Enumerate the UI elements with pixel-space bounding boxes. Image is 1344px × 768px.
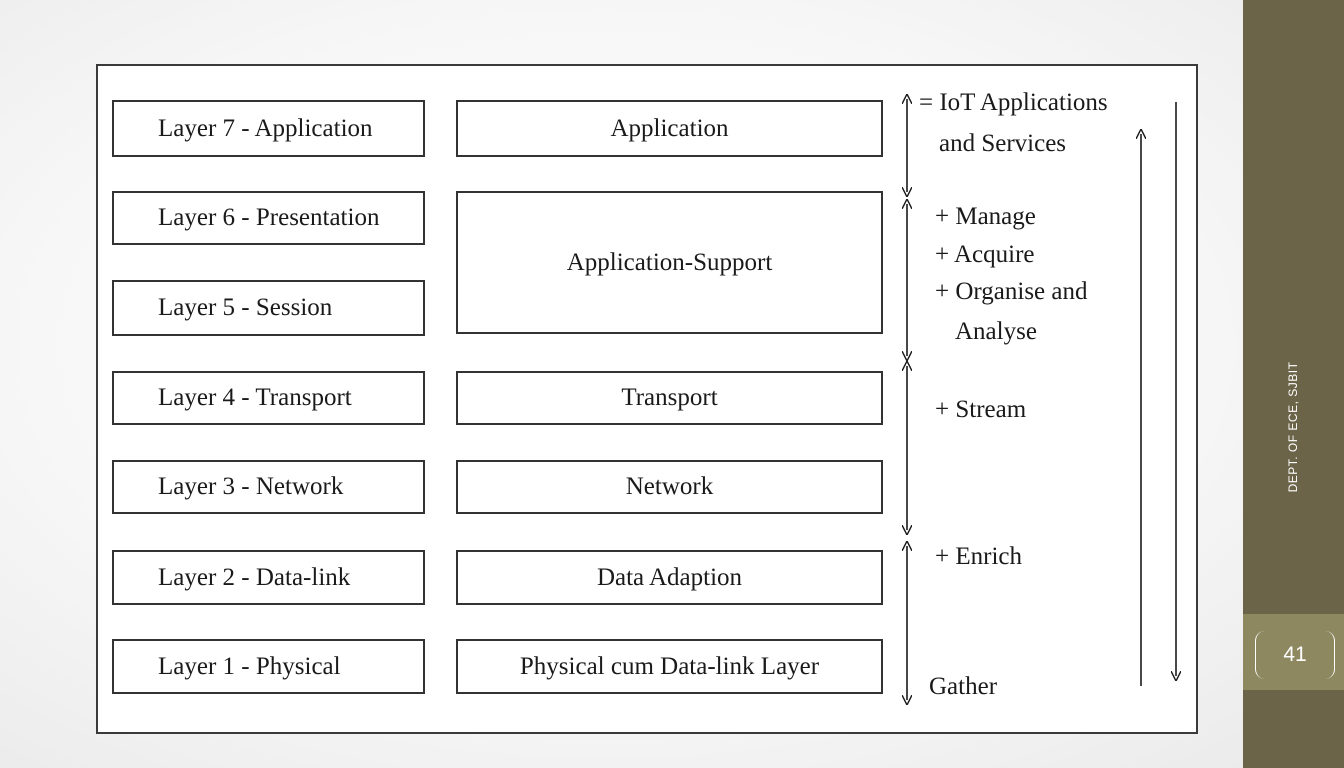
iot-transport-box: Transport xyxy=(456,371,883,425)
iot-application-support-label: Application-Support xyxy=(566,248,773,276)
osi-layer-2-label: Layer 2 - Data-link xyxy=(158,563,351,591)
annotation-manage: + Manage xyxy=(935,203,1036,230)
osi-layer-7-box: Layer 7 - Application xyxy=(112,100,425,157)
iot-network-label: Network xyxy=(625,473,714,500)
osi-layer-2-box: Layer 2 - Data-link xyxy=(112,550,425,605)
annotation-enrich: + Enrich xyxy=(935,543,1022,570)
osi-layer-5-label: Layer 5 - Session xyxy=(158,294,333,321)
annotation-acquire: + Acquire xyxy=(935,241,1035,268)
osi-layer-6-box: Layer 6 - Presentation xyxy=(112,191,425,245)
iot-network-box: Network xyxy=(456,460,883,514)
department-label: DEPT. OF ECE, SJBIT xyxy=(1286,361,1300,493)
iot-physical-datalink-box: Physical cum Data-link Layer xyxy=(456,639,883,694)
iot-transport-label: Transport xyxy=(621,384,718,411)
iot-physical-datalink-label: Physical cum Data-link Layer xyxy=(519,652,820,680)
osi-layer-4-box: Layer 4 - Transport xyxy=(112,371,425,425)
annotation-gather: Gather xyxy=(929,673,998,700)
annotation-iot-apps-line1: = IoT Applications xyxy=(919,89,1108,116)
page-number: 41 xyxy=(1255,631,1335,679)
annotation-organise-line1: + Organise and xyxy=(935,278,1088,305)
iot-application-support-box: Application-Support xyxy=(456,191,883,334)
annotation-organise-line2: Analyse xyxy=(955,318,1037,345)
osi-layer-4-label: Layer 4 - Transport xyxy=(158,384,352,411)
osi-layer-1-label: Layer 1 - Physical xyxy=(158,652,341,680)
annotation-iot-apps-line2: and Services xyxy=(939,130,1067,157)
iot-application-box: Application xyxy=(456,100,883,157)
annotation-stream: + Stream xyxy=(935,396,1027,423)
osi-layer-1-box: Layer 1 - Physical xyxy=(112,639,425,694)
osi-layer-7-label: Layer 7 - Application xyxy=(158,114,373,142)
iot-data-adaption-box: Data Adaption xyxy=(456,550,883,605)
osi-layer-5-box: Layer 5 - Session xyxy=(112,280,425,336)
iot-data-adaption-label: Data Adaption xyxy=(596,563,743,591)
osi-layer-3-box: Layer 3 - Network xyxy=(112,460,425,514)
osi-layer-3-label: Layer 3 - Network xyxy=(158,473,344,500)
iot-application-label: Application xyxy=(610,114,729,142)
osi-layer-6-label: Layer 6 - Presentation xyxy=(158,204,380,231)
